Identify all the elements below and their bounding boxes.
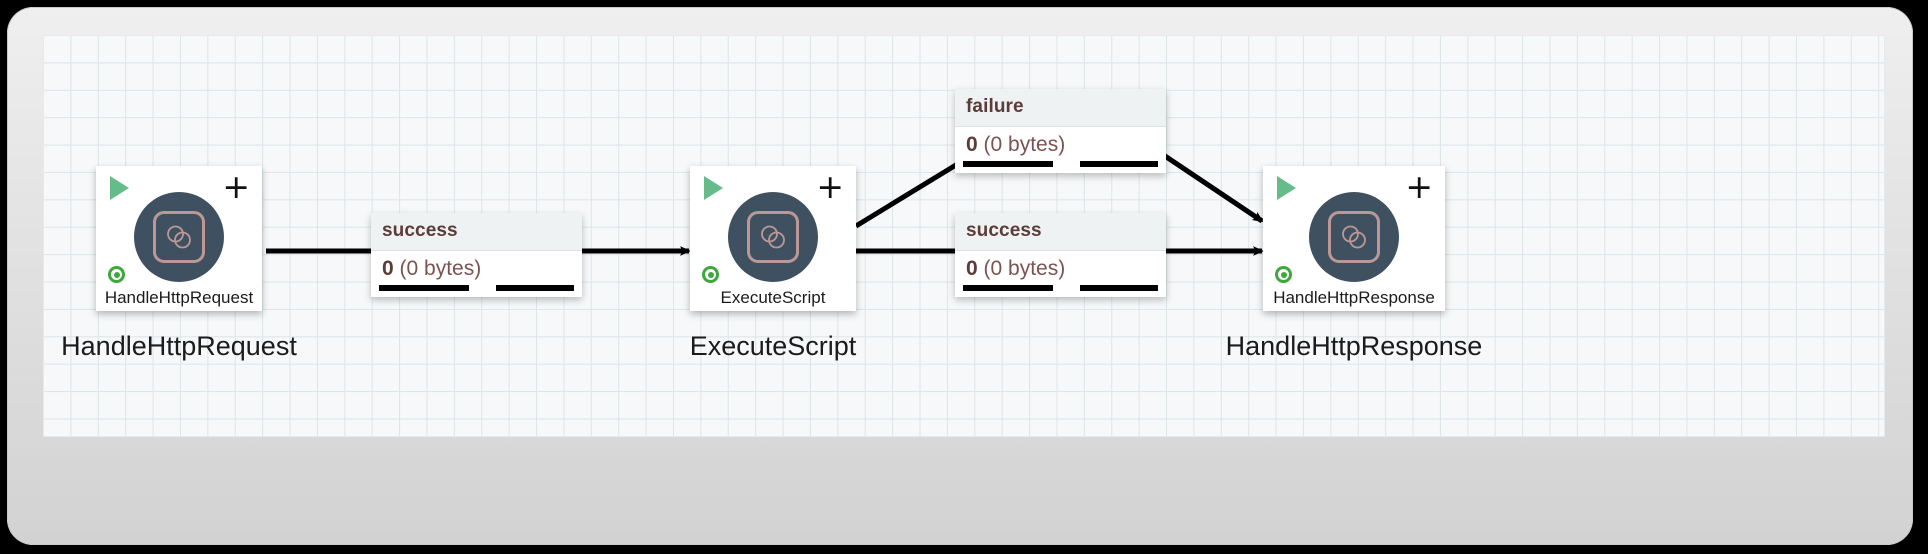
queue-stats: 0 (0 bytes) <box>955 251 1166 285</box>
queue-bar-size <box>1080 161 1158 167</box>
connection-label-script-success[interactable]: success 0 (0 bytes) <box>955 213 1166 297</box>
window-frame: + HandleHttpRequest HandleHttpRequest + <box>7 7 1913 545</box>
processor-disc <box>728 192 818 282</box>
node-caption-execute-script: ExecuteScript <box>689 331 857 361</box>
running-dot-icon <box>1275 266 1292 283</box>
processor-name: ExecuteScript <box>720 288 826 307</box>
processor-name: HandleHttpRequest <box>104 288 254 307</box>
queue-bar-count <box>963 285 1053 291</box>
queue-size: (0 bytes) <box>983 133 1066 156</box>
queue-count: 0 <box>966 133 978 156</box>
connection-label-script-failure[interactable]: failure 0 (0 bytes) <box>955 89 1166 173</box>
running-dot-icon <box>108 266 125 283</box>
processor-disc <box>1309 192 1399 282</box>
processor-disc <box>134 192 224 282</box>
queue-bars <box>955 285 1166 297</box>
queue-size: (0 bytes) <box>399 257 482 280</box>
queue-bar-count <box>379 285 469 291</box>
queue-bar-count <box>963 161 1053 167</box>
queue-stats: 0 (0 bytes) <box>955 127 1166 161</box>
add-icon[interactable]: + <box>222 167 250 206</box>
flow-canvas[interactable]: + HandleHttpRequest HandleHttpRequest + <box>43 35 1885 437</box>
processor-name: HandleHttpResponse <box>1273 288 1435 307</box>
processor-node-execute-script[interactable]: + ExecuteScript <box>690 166 856 311</box>
queue-size: (0 bytes) <box>983 257 1066 280</box>
node-caption-handle-http-request: HandleHttpRequest <box>61 331 297 361</box>
link-script-failure-in[interactable] <box>1160 151 1264 224</box>
add-icon[interactable]: + <box>816 167 844 206</box>
queue-bar-size <box>496 285 574 291</box>
queue-bar-size <box>1080 285 1158 291</box>
connection-label-request-to-script[interactable]: success 0 (0 bytes) <box>371 213 582 297</box>
processor-node-handle-http-response[interactable]: + HandleHttpResponse <box>1263 166 1445 311</box>
queue-bars <box>371 285 582 297</box>
queue-count: 0 <box>382 257 394 280</box>
processor-glyph-icon <box>747 211 799 263</box>
relationship-name: success <box>371 213 582 251</box>
relationship-name: failure <box>955 89 1166 127</box>
processor-glyph-icon <box>1328 211 1380 263</box>
processor-glyph-icon <box>153 211 205 263</box>
running-dot-icon <box>702 266 719 283</box>
queue-stats: 0 (0 bytes) <box>371 251 582 285</box>
queue-count: 0 <box>966 257 978 280</box>
play-triangle-icon[interactable] <box>110 176 129 200</box>
link-script-failure-out[interactable] <box>854 151 976 229</box>
processor-node-handle-http-request[interactable]: + HandleHttpRequest <box>96 166 262 311</box>
relationship-name: success <box>955 213 1166 251</box>
play-triangle-icon[interactable] <box>704 176 723 200</box>
play-triangle-icon[interactable] <box>1277 176 1296 200</box>
queue-bars <box>955 161 1166 173</box>
node-caption-handle-http-response: HandleHttpResponse <box>1225 331 1483 361</box>
add-icon[interactable]: + <box>1405 167 1433 206</box>
